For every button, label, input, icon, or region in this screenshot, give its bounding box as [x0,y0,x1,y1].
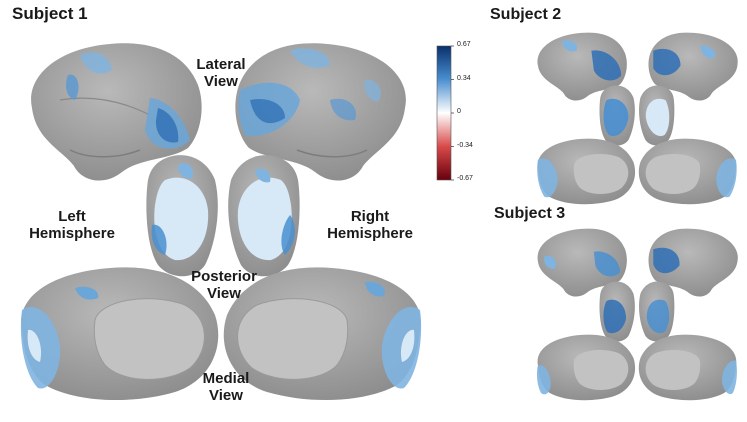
subject-1-right-medial-brain [223,267,422,401]
left-hemisphere-label: Left Hemisphere [29,208,115,243]
subject-3-left-lateral-brain [537,228,627,297]
subject-1-label: Subject 1 [12,4,88,23]
subject-1-left-posterior-brain [146,155,218,277]
subject-1-panel [20,43,422,401]
medial-view-label: Medial View [202,370,250,405]
subject-1-left-lateral-brain [31,43,202,181]
subject-2-right-lateral-brain [648,32,738,101]
subject-3-panel [536,228,738,401]
colorbar [436,45,454,181]
subject-1-right-posterior-brain [228,155,300,277]
colorbar-tick-label: 0.34 [457,75,471,82]
subject-3-right-posterior-brain [639,281,675,342]
lateral-view-label: Lateral View [196,56,246,91]
subject-2-right-posterior-brain [639,85,675,146]
colorbar-tick-label: 0.67 [457,41,471,48]
colorbar-tick-label: -0.34 [457,142,473,149]
subject-2-left-lateral-brain [537,32,627,101]
subject-2-panel [537,32,738,205]
colorbar-tick-label: 0 [457,108,461,115]
subject-3-label: Subject 3 [494,205,566,222]
subject-2-right-medial-brain [638,138,737,205]
subject-3-right-medial-brain [638,334,737,401]
colorbar-gradient [436,45,452,181]
subject-1-left-medial-brain [20,267,219,401]
subject-2-left-posterior-brain [599,85,635,146]
subject-1-right-lateral-brain [235,43,406,181]
subject-2-label: Subject 2 [490,6,562,23]
subject-2-left-medial-brain [537,138,636,205]
right-hemisphere-label: Right Hemisphere [327,208,413,243]
colorbar-tick-label: -0.67 [457,175,473,182]
posterior-view-label: Posterior View [191,268,257,303]
subject-3-left-medial-brain [536,334,636,401]
subject-3-right-lateral-brain [648,228,738,297]
subject-3-left-posterior-brain [599,281,635,342]
